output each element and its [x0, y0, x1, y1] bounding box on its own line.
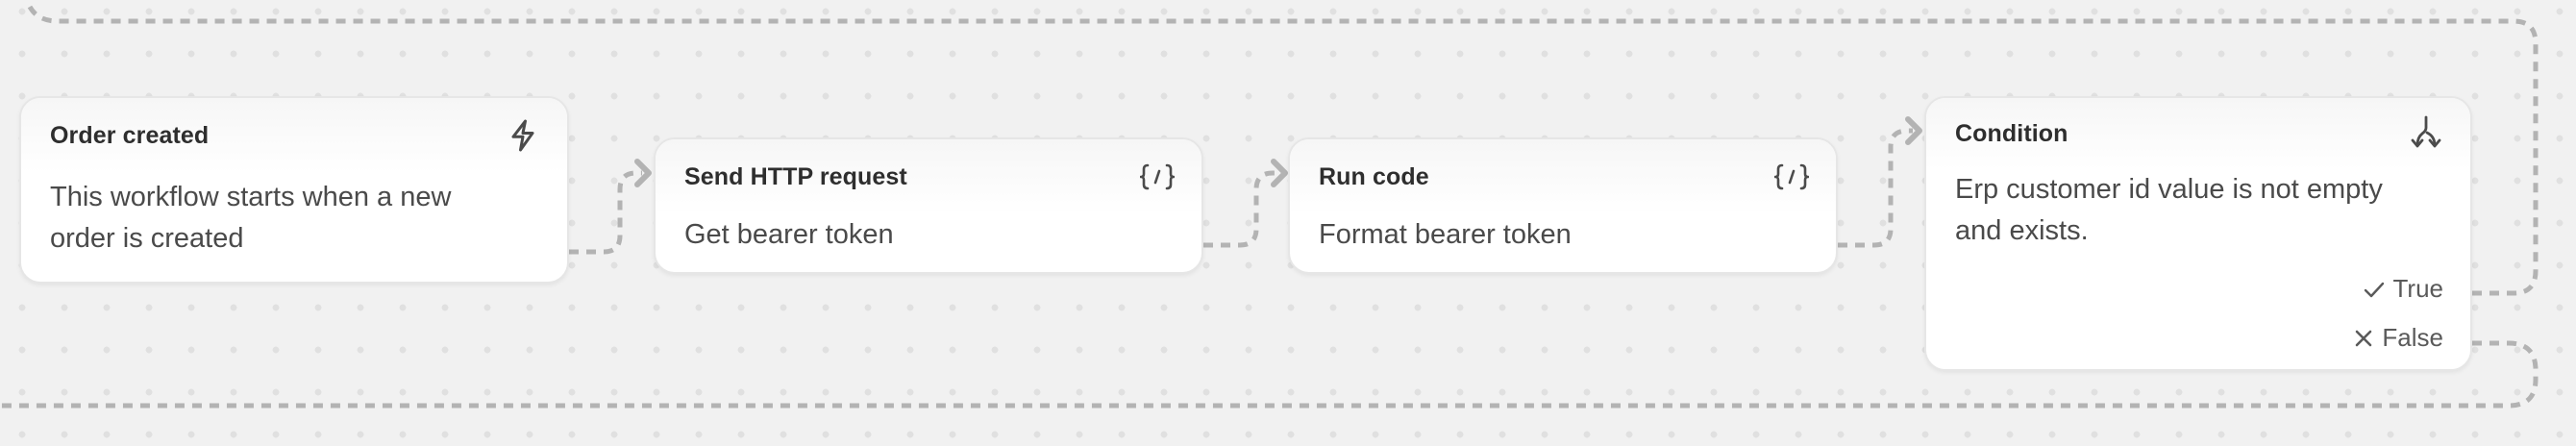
- node-order-created[interactable]: Order created This workflow starts when …: [19, 96, 569, 284]
- edge-trigger-to-http: [569, 170, 642, 255]
- branch-false[interactable]: False: [2353, 323, 2443, 353]
- node-header: Run code: [1290, 139, 1836, 214]
- node-description: This workflow starts when a new order is…: [50, 182, 452, 254]
- lightning-icon: [506, 118, 540, 153]
- branch-label: False: [2382, 323, 2443, 352]
- node-title: Condition: [1955, 119, 2068, 147]
- arrowhead-condition: [1905, 116, 1922, 145]
- edge-code-to-condition: [1838, 128, 1913, 248]
- node-description: Get bearer token: [684, 219, 894, 250]
- node-condition[interactable]: Condition Erp customer id value is not e…: [1924, 96, 2472, 371]
- node-run-code[interactable]: Run code Format bearer token: [1288, 137, 1838, 274]
- edge-condition-true: [24, 0, 2539, 296]
- code-braces-icon: [1140, 160, 1175, 194]
- node-send-http-request[interactable]: Send HTTP request Get bearer token: [654, 137, 1203, 274]
- branch-label: True: [2392, 274, 2444, 303]
- arrowhead-http: [634, 159, 652, 187]
- node-title: Send HTTP request: [684, 162, 907, 190]
- edge-http-to-code: [1203, 170, 1278, 248]
- arrowhead-code: [1271, 159, 1288, 187]
- code-braces-icon: [1774, 160, 1809, 194]
- node-header: Condition: [1926, 98, 2470, 169]
- check-icon: [2364, 282, 2384, 297]
- branch-true[interactable]: True: [2363, 274, 2444, 304]
- branch-split-icon: [2409, 115, 2443, 151]
- node-description: Format bearer token: [1319, 219, 1572, 250]
- node-header: Send HTTP request: [656, 139, 1201, 214]
- node-description: Erp customer id value is not empty and e…: [1955, 174, 2383, 246]
- edge-condition-false: [0, 340, 2539, 409]
- node-title: Order created: [50, 121, 210, 149]
- node-header: Order created: [21, 98, 567, 173]
- node-title: Run code: [1319, 162, 1429, 190]
- x-icon: [2356, 330, 2372, 346]
